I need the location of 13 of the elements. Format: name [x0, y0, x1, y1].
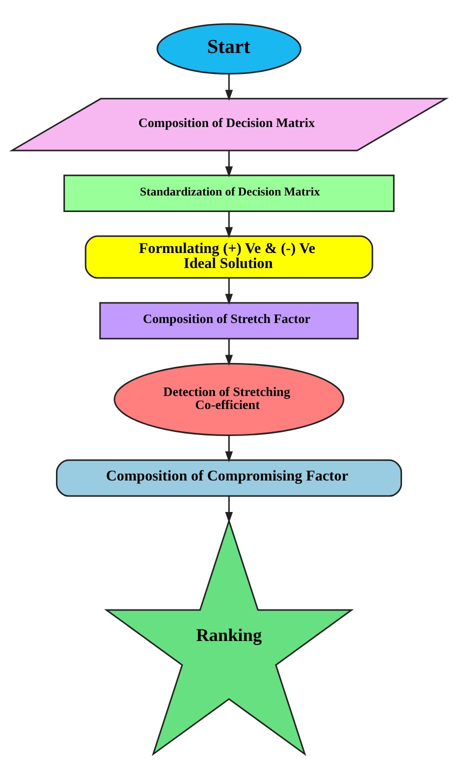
arrow [225, 496, 233, 523]
node-box: Formulating (+) Ve & (-) Ve Ideal Solution [84, 235, 374, 279]
arrow [225, 436, 233, 462]
node-box: Composition of Compromising Factor [56, 459, 402, 497]
arrow [225, 74, 233, 101]
arrow [225, 150, 233, 178]
node-box: Standardization of Decision Matrix [63, 174, 395, 212]
arrow [225, 338, 233, 366]
node-ellipse: Detection of Stretching Co-efficient [114, 362, 344, 436]
node-box: Composition of Stretch Factor [99, 302, 359, 340]
arrow [225, 211, 233, 238]
node-ellipse: Start [156, 23, 302, 75]
arrow [225, 278, 233, 305]
